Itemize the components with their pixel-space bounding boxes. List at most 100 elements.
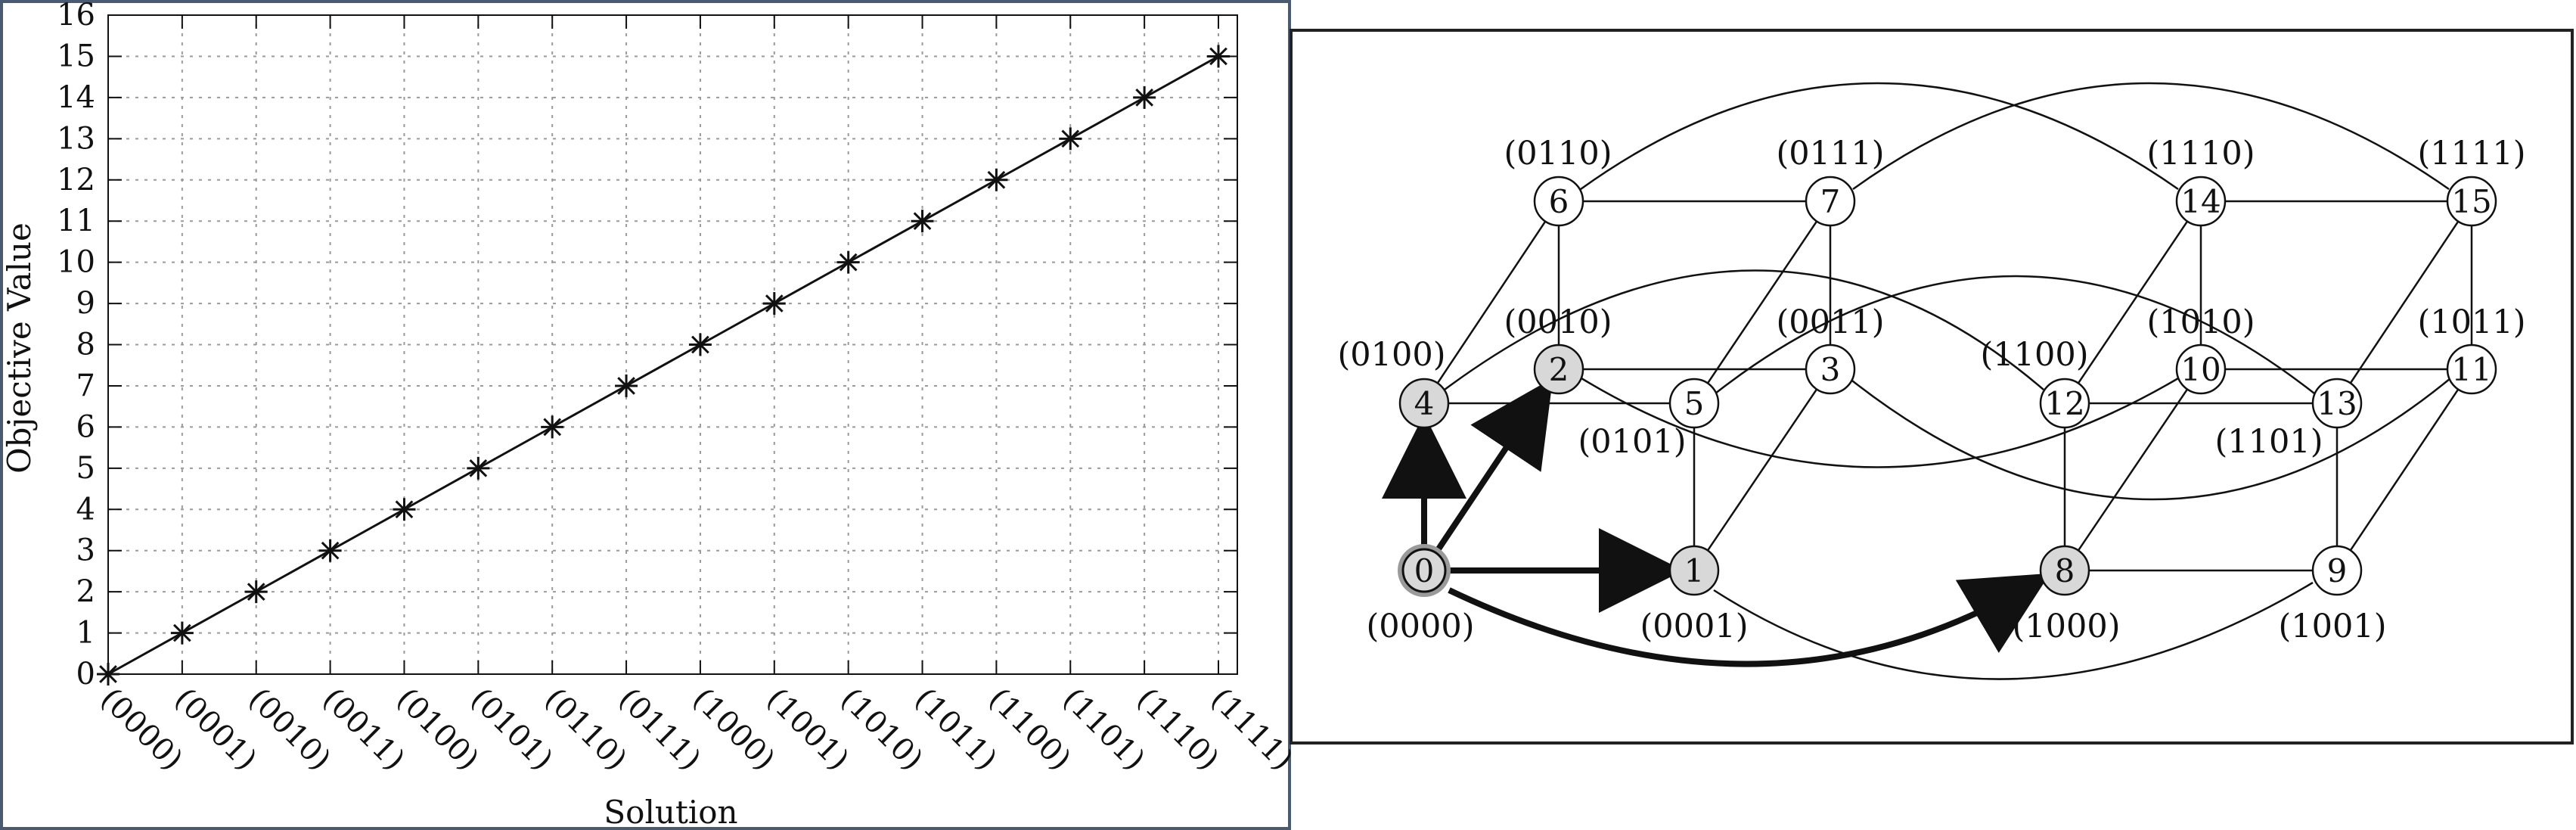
asterisk-marker-stroke [839, 253, 858, 272]
node-id-label: 8 [2055, 552, 2075, 589]
node-circle [1533, 344, 1584, 395]
data-point-0 [97, 663, 119, 685]
asterisk-marker-stroke [395, 500, 414, 519]
node-binary-label: (1001) [2279, 608, 2387, 645]
node-circle [2039, 545, 2090, 596]
graph-edges [1382, 82, 2473, 680]
graph-node-9: 9 (1001) [2279, 545, 2387, 645]
graph-node-10: 10 (1010) [2147, 303, 2255, 395]
graph-edge-3-11 [1848, 378, 2451, 501]
node-circle [1668, 545, 1720, 596]
node-binary-label: (1010) [2147, 303, 2255, 341]
y-tick-label: 3 [76, 533, 95, 568]
node-circle [1668, 378, 1720, 429]
node-binary-label: (1101) [2215, 423, 2323, 461]
node-binary-label: (0110) [1504, 135, 1612, 173]
y-tick-label: 15 [57, 39, 95, 73]
node-circle [2039, 378, 2090, 429]
y-tick-label: 16 [57, 0, 95, 33]
asterisk-marker-stroke [691, 335, 709, 354]
asterisk-marker-stroke [913, 212, 932, 231]
y-tick-label: 9 [76, 286, 95, 321]
node-binary-label: (1000) [2013, 608, 2121, 645]
graph-nodes: 0(0000)1(0001)2(0010)3(0011)4(0100)5(010… [1338, 135, 2526, 645]
chart-grid [107, 14, 1237, 675]
graph-node-7: 7(0111) [1777, 135, 1884, 227]
node-binary-label: (1100) [1981, 336, 2089, 374]
node-id-label: 14 [2180, 183, 2221, 220]
graph-node-15: 15(1111) [2418, 135, 2525, 227]
node-id-label: 5 [1684, 385, 1705, 422]
graph-edge-13-15 [2350, 221, 2459, 384]
y-tick-label: 4 [76, 492, 95, 527]
graph-edge-0-2 [1435, 378, 1553, 552]
y-tick-label: 0 [76, 657, 95, 692]
y-tick-label: 5 [76, 451, 95, 486]
asterisk-marker-stroke [247, 583, 265, 601]
node-id-label: 0 [1414, 552, 1435, 589]
asterisk-marker-stroke [765, 294, 784, 312]
graph-node-12: 12 (1100) [1981, 336, 2090, 429]
data-point-15 [1207, 45, 1230, 68]
node-binary-label: (0010) [1504, 303, 1612, 341]
graph-edge-1-9 [1713, 581, 2314, 680]
graph-node-5: 5(0101) [1578, 378, 1720, 461]
asterisk-marker-stroke [1135, 89, 1153, 107]
graph-node-6: 6 (0110) [1504, 135, 1612, 227]
asterisk-marker-stroke [617, 377, 635, 395]
data-point-13 [1059, 127, 1082, 151]
node-circle [2175, 176, 2227, 227]
node-id-label: 7 [1820, 183, 1841, 220]
node-id-label: 3 [1820, 351, 1841, 388]
graph-node-2: 2 (0010) [1504, 303, 1612, 395]
node-binary-label: (0001) [1640, 608, 1749, 645]
graph-node-14: 14(1110) [2147, 135, 2255, 227]
graph-edge-12-14 [2078, 221, 2188, 384]
node-circle [1401, 548, 1447, 593]
node-circle [2311, 545, 2363, 596]
y-tick-label: 8 [76, 328, 95, 362]
series-line [107, 55, 1219, 676]
node-circle [1805, 344, 1856, 395]
y-tick-label: 13 [57, 121, 95, 156]
graph-node-1: 1(0001) [1640, 545, 1749, 645]
asterisk-marker-stroke [99, 665, 117, 683]
node-circle [1533, 176, 1584, 227]
asterisk-marker-stroke [173, 623, 191, 642]
node-id-label: 2 [1549, 351, 1569, 388]
x-axis-label: Solution [604, 794, 737, 830]
node-binary-label: (0100) [1338, 336, 1446, 374]
node-circle [1805, 176, 1856, 227]
data-point-11 [911, 210, 934, 233]
graph-node-8: 8 (1000) [2013, 545, 2121, 645]
node-id-label: 6 [1549, 183, 1569, 220]
data-point-12 [985, 168, 1008, 191]
graph-node-4: 4 (0100) [1338, 336, 1450, 429]
data-point-10 [836, 250, 860, 274]
asterisk-marker-stroke [543, 418, 562, 437]
node-id-label: 10 [2180, 351, 2221, 388]
node-id-label: 9 [2327, 552, 2348, 589]
asterisk-marker-stroke [987, 170, 1006, 189]
graph-edge-4-6 [1437, 221, 1546, 384]
asterisk-marker-stroke [1209, 47, 1227, 66]
node-id-label: 11 [2451, 351, 2491, 388]
graph-node-0: 0 (0000) [1367, 544, 1475, 645]
data-point-3 [318, 539, 342, 562]
y-tick-label: 6 [76, 409, 95, 444]
data-point-2 [244, 580, 268, 604]
y-tick-label: 7 [76, 368, 95, 403]
node-circle [1398, 378, 1450, 429]
node-id-label: 4 [1414, 385, 1435, 422]
node-id-label: 12 [2044, 385, 2084, 422]
node-binary-label: (0101) [1578, 423, 1687, 461]
node-circle [2311, 378, 2363, 429]
asterisk-marker-stroke [1061, 129, 1080, 148]
graph-edge-4-12 [1444, 269, 2044, 391]
node-binary-label: (1011) [2418, 303, 2526, 341]
graph-edge-1-3 [1707, 389, 1817, 551]
node-binary-label: (0000) [1367, 608, 1475, 645]
y-tick-label: 10 [57, 245, 95, 280]
graph-edge-5-13 [1715, 275, 2315, 394]
y-tick-label: 11 [57, 204, 95, 238]
